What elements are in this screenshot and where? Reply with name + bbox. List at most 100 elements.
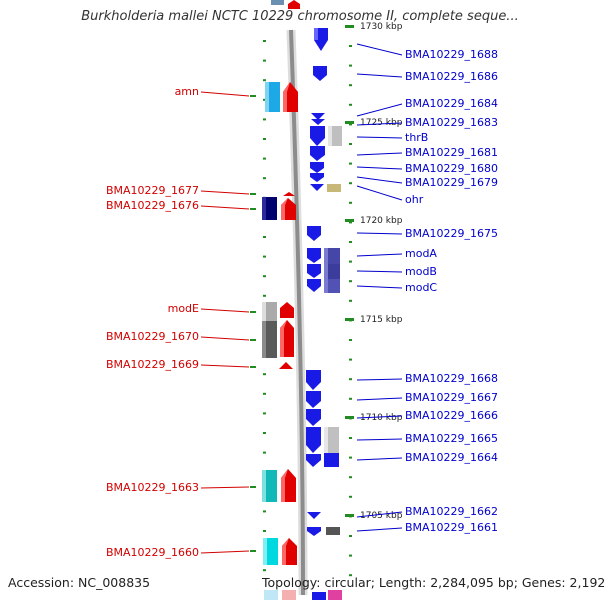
ruler-tick bbox=[349, 182, 352, 185]
ruler-tick bbox=[349, 280, 352, 283]
gene-label-left[interactable]: BMA10229_1660 bbox=[106, 546, 199, 559]
gene-label-right[interactable]: BMA10229_1665 bbox=[405, 432, 498, 445]
gene-label-left[interactable]: BMA10229_1676 bbox=[106, 199, 199, 212]
ruler-tick bbox=[349, 241, 352, 243]
gene-bma10229-1665[interactable] bbox=[306, 427, 321, 453]
gene-label-right[interactable]: modA bbox=[405, 247, 437, 260]
gene-label-right[interactable]: BMA10229_1680 bbox=[405, 162, 498, 175]
ruler-tick bbox=[263, 177, 266, 180]
gene-label-right[interactable]: BMA10229_1684 bbox=[405, 97, 498, 110]
ruler-tick bbox=[349, 123, 352, 126]
gene-bma10229-1664[interactable] bbox=[306, 454, 321, 467]
gene-label-right[interactable]: modB bbox=[405, 265, 437, 278]
gene-mode[interactable] bbox=[280, 302, 294, 318]
ruler-tick bbox=[349, 221, 352, 224]
gene-bma10229-1684[interactable] bbox=[311, 113, 325, 120]
leader-tick bbox=[250, 208, 256, 210]
gene-ohr-arrow[interactable] bbox=[310, 184, 324, 191]
ruler-tick bbox=[349, 574, 352, 577]
leader-tick bbox=[250, 486, 256, 488]
right-gene-labels: BMA10229_1688BMA10229_1686BMA10229_1684B… bbox=[356, 43, 498, 534]
gene-bma10229-1681[interactable] bbox=[310, 146, 325, 161]
gene-label-left[interactable]: BMA10229_1669 bbox=[106, 358, 199, 371]
leader-line bbox=[356, 253, 403, 257]
ruler-tick bbox=[263, 40, 266, 42]
leader-line bbox=[356, 438, 403, 441]
gene-moda-arrow[interactable] bbox=[307, 248, 321, 263]
gene-bma10229-1667[interactable] bbox=[306, 391, 321, 408]
kbp-tick bbox=[345, 416, 354, 419]
ruler-tick bbox=[349, 476, 352, 479]
ruler-tick bbox=[263, 255, 266, 258]
ruler-tick bbox=[349, 84, 352, 87]
gene-label-left[interactable]: BMA10229_1663 bbox=[106, 481, 199, 494]
ruler-tick bbox=[349, 143, 352, 145]
gene-label-right[interactable]: BMA10229_1661 bbox=[405, 521, 498, 534]
gene-label-right[interactable]: BMA10229_1688 bbox=[405, 48, 498, 61]
kbp-tick bbox=[345, 121, 354, 124]
gene-label-right[interactable]: BMA10229_1683 bbox=[405, 116, 498, 129]
gene-label-left[interactable]: modE bbox=[168, 302, 199, 315]
gene-bma10229-1686[interactable] bbox=[313, 66, 327, 81]
gene-label-right[interactable]: ohr bbox=[405, 193, 424, 206]
gene-label-left[interactable]: BMA10229_1677 bbox=[106, 184, 199, 197]
gene-block[interactable] bbox=[326, 527, 340, 535]
leader-line bbox=[356, 73, 403, 78]
gene-bottom-partial[interactable] bbox=[264, 590, 278, 600]
gene-label-right[interactable]: BMA10229_1667 bbox=[405, 391, 498, 404]
gene-bma10229-1677[interactable] bbox=[283, 192, 295, 196]
gene-block[interactable] bbox=[324, 453, 339, 467]
gene-label-right[interactable]: BMA10229_1679 bbox=[405, 176, 498, 189]
gene-bma10229-1668[interactable] bbox=[306, 370, 321, 390]
gene-bottom-partial[interactable] bbox=[312, 592, 326, 600]
leader-line bbox=[356, 378, 403, 381]
gene-label-left[interactable]: BMA10229_1670 bbox=[106, 330, 199, 343]
map-title: Burkholderia mallei NCTC 10229 chromosom… bbox=[81, 9, 519, 24]
leader-line bbox=[356, 103, 403, 117]
ruler-tick bbox=[263, 432, 266, 434]
leader-line bbox=[200, 486, 250, 489]
ruler-tick bbox=[349, 495, 352, 498]
ruler-tick bbox=[263, 530, 266, 532]
gene-label-right[interactable]: BMA10229_1666 bbox=[405, 409, 498, 422]
gene-label-right[interactable]: BMA10229_1686 bbox=[405, 70, 498, 83]
ruler-tick bbox=[263, 392, 266, 395]
gene-bma10229-1683[interactable] bbox=[310, 126, 325, 146]
gene-bma10229-1669[interactable] bbox=[279, 362, 293, 369]
gene-bma10229-1662[interactable] bbox=[307, 512, 321, 519]
gene-bma10229-1666[interactable] bbox=[306, 409, 321, 426]
ruler-tick bbox=[349, 299, 352, 302]
gene-label-left[interactable]: amn bbox=[175, 85, 199, 98]
gene-label-right[interactable]: thrB bbox=[405, 131, 428, 144]
ruler-tick bbox=[263, 275, 266, 278]
gene-top-partial-1[interactable] bbox=[271, 0, 284, 5]
gene-top-partial-2[interactable] bbox=[288, 0, 300, 9]
kbp-label: 1710 kbp bbox=[360, 413, 403, 423]
gene-label-right[interactable]: BMA10229_1662 bbox=[405, 505, 498, 518]
gene-bma10229-1675[interactable] bbox=[307, 226, 321, 241]
gene-label-right[interactable]: BMA10229_1681 bbox=[405, 146, 498, 159]
gene-label-right[interactable]: BMA10229_1668 bbox=[405, 372, 498, 385]
leader-line bbox=[200, 364, 250, 368]
ruler-tick bbox=[263, 294, 266, 297]
gene-label-right[interactable]: modC bbox=[405, 281, 437, 294]
leader-line bbox=[200, 91, 250, 97]
gene-modb-arrow[interactable] bbox=[307, 264, 321, 278]
ruler-tick bbox=[263, 510, 266, 513]
gene-bottom-partial[interactable] bbox=[328, 590, 342, 600]
leader-line bbox=[356, 176, 403, 184]
gene-bottom-partial[interactable] bbox=[282, 590, 296, 600]
leader-tick bbox=[250, 366, 256, 368]
gene-bma10229-1679[interactable] bbox=[310, 173, 324, 182]
ruler-tick bbox=[263, 157, 266, 160]
gene-modc-arrow[interactable] bbox=[307, 279, 321, 292]
leader-tick bbox=[250, 339, 256, 341]
gene-label-right[interactable]: BMA10229_1675 bbox=[405, 227, 498, 240]
gene-bma10229-1680[interactable] bbox=[310, 162, 324, 173]
gene-ohr[interactable] bbox=[327, 184, 341, 192]
gene-bma10229-1661[interactable] bbox=[307, 527, 321, 536]
ruler-tick bbox=[349, 45, 352, 47]
gene-label-right[interactable]: BMA10229_1664 bbox=[405, 451, 498, 464]
